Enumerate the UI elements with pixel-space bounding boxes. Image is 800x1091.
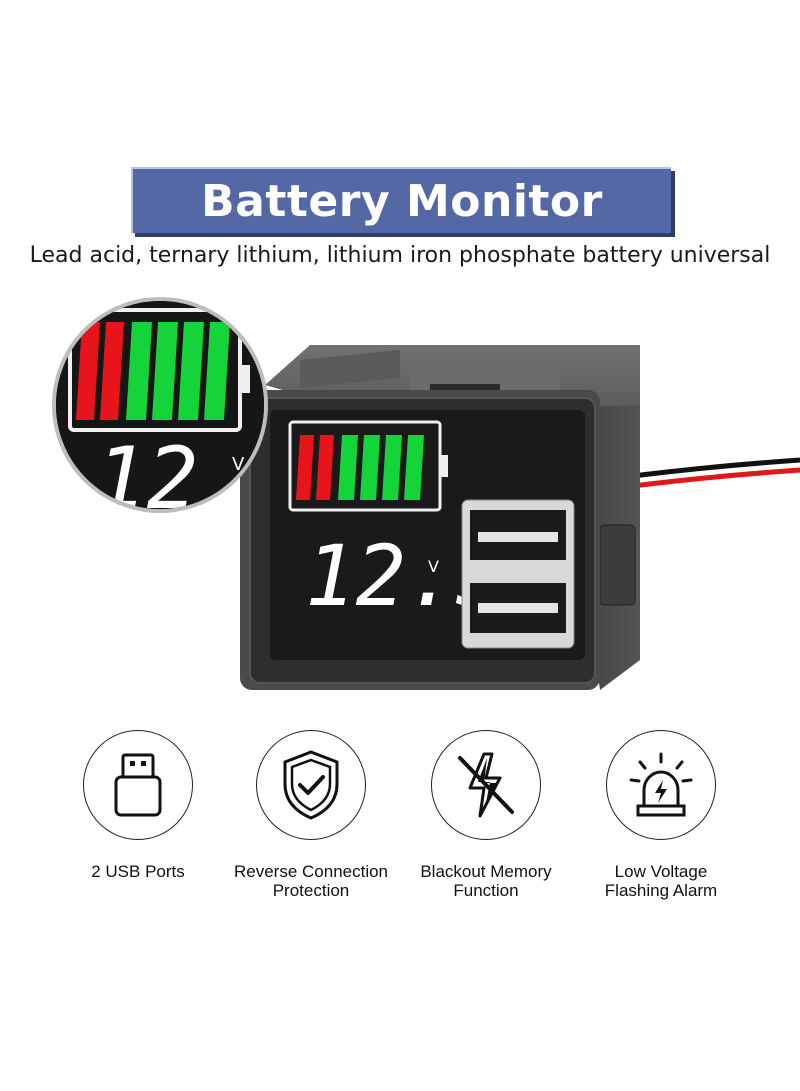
device-case	[240, 345, 640, 690]
battery-level-indicator	[288, 420, 448, 512]
usb-plug-icon	[114, 753, 162, 817]
feature-circle	[431, 730, 541, 840]
feature-label: Reverse Connection Protection	[233, 862, 389, 900]
title-banner: Battery Monitor	[131, 167, 671, 233]
feature-blackout-memory: Blackout Memory Function	[396, 730, 576, 900]
page-title: Battery Monitor	[201, 175, 603, 227]
feature-low-voltage-alarm: Low Voltage Flashing Alarm	[571, 730, 751, 900]
display-zoom-inset: 12.3 V	[52, 297, 268, 513]
feature-label: 2 USB Ports	[91, 862, 185, 881]
feature-label: Blackout Memory Function	[420, 862, 552, 900]
feature-usb-ports: 2 USB Ports	[48, 730, 228, 881]
voltage-unit: V	[428, 557, 439, 576]
subtitle: Lead acid, ternary lithium, lithium iron…	[29, 243, 771, 268]
feature-circle	[83, 730, 193, 840]
power-off-bolt-icon	[458, 752, 514, 818]
feature-reverse-protection: Reverse Connection Protection	[221, 730, 401, 900]
alarm-light-icon	[629, 752, 693, 817]
usb-ports	[461, 499, 575, 649]
feature-label: Low Voltage Flashing Alarm	[604, 862, 718, 900]
feature-circle	[256, 730, 366, 840]
feature-circle	[606, 730, 716, 840]
shield-check-icon	[283, 750, 339, 820]
battery-monitor-product-image: 12.3 V 12.3 V	[52, 297, 800, 690]
